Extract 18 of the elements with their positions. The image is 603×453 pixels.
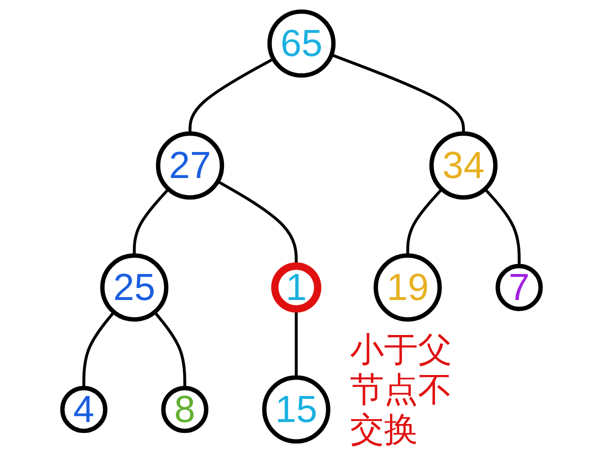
node-circle: 25: [100, 253, 168, 322]
node-circle: 34: [429, 131, 498, 200]
node-circle: 1: [271, 262, 322, 313]
connector: [82, 311, 116, 388]
node-circle: 7: [496, 264, 543, 312]
node-circle: 27: [156, 131, 224, 200]
annotation-text: 小于父节点不交换: [350, 330, 453, 450]
node-circle: 4: [60, 386, 108, 434]
connector: [188, 58, 274, 134]
node-circle: 8: [161, 386, 208, 434]
connector: [330, 53, 465, 134]
node-circle: 19: [374, 253, 442, 322]
connector: [132, 188, 170, 256]
connector: [484, 188, 521, 266]
node-circle: 15: [262, 375, 330, 444]
connector: [406, 188, 443, 256]
connector: [154, 311, 186, 388]
node-circle: 65: [267, 9, 336, 78]
